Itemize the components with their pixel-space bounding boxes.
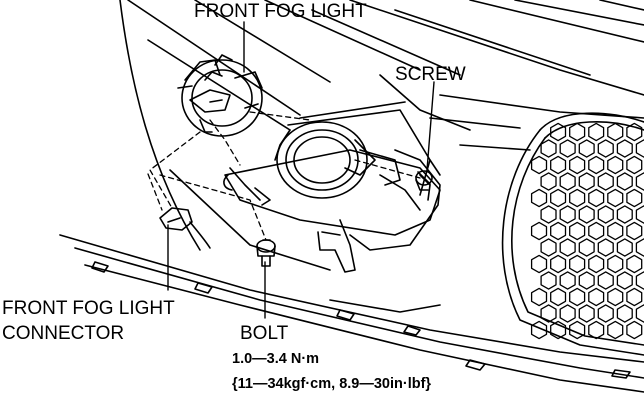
- grille-hex-cell: [597, 238, 614, 257]
- grille-hex-cell: [550, 320, 567, 340]
- grille-hex-cell: [597, 205, 614, 224]
- grille-hex-cell: [616, 238, 633, 257]
- grille-hex-cell: [578, 205, 595, 224]
- grille-hex-cell: [530, 254, 548, 274]
- lower-bumper-lines: [59, 234, 644, 393]
- grille-hex-cell: [607, 287, 624, 307]
- torque-spec-other-units: {11—34kgf·cm, 8.9—30in·lbf}: [232, 376, 432, 392]
- grille-hex-cell: [559, 271, 576, 290]
- honeycomb-grille: [501, 112, 644, 356]
- grille-hex-cell: [540, 304, 557, 323]
- grille-hex-cell: [540, 139, 557, 158]
- grille-hex-cell: [530, 287, 548, 307]
- grille-hex-cell: [588, 155, 605, 175]
- screw-part: [415, 170, 433, 191]
- grille-hex-cell: [578, 238, 595, 257]
- bolt-part: [256, 239, 276, 267]
- grille-hex-cell: [569, 188, 586, 208]
- grille-hex-cell: [569, 155, 586, 175]
- grille-hex-cell: [569, 287, 586, 307]
- grille-hex-cell: [530, 320, 548, 340]
- grille-hex-cell: [607, 221, 624, 241]
- grille-hex-cell: [616, 304, 633, 323]
- grille-hex-cell: [635, 172, 644, 191]
- grille-hex-cell: [635, 304, 644, 323]
- grille-hex-cell: [635, 205, 644, 224]
- grille-hex-cell: [607, 122, 624, 142]
- grille-hex-cell: [540, 271, 557, 290]
- torque-spec-nm: 1.0—3.4 N·m: [232, 351, 320, 367]
- grille-hex-cell: [626, 155, 643, 175]
- grille-hex-cell: [540, 172, 557, 191]
- grille-hex-cell: [550, 122, 567, 142]
- grille-hex-cell: [530, 155, 548, 175]
- grille-hex-cell: [559, 139, 576, 158]
- grille-hex-cell: [616, 205, 633, 224]
- grille-hex-cell: [635, 271, 644, 290]
- grille-hex-cell: [569, 254, 586, 274]
- assembly-dashed-lines: [147, 111, 421, 241]
- grille-hex-cell: [559, 238, 576, 257]
- grille-hex-cell: [607, 155, 624, 175]
- grille-hex-cell: [588, 287, 605, 307]
- grille-hex-cell: [530, 221, 548, 241]
- label-connector-line2: CONNECTOR: [2, 323, 125, 344]
- grille-hex-cell: [588, 122, 605, 142]
- grille-hex-cell: [588, 254, 605, 274]
- grille-hex-cell: [635, 238, 644, 257]
- fog-bulb-socket: [177, 54, 263, 137]
- grille-hex-cell: [550, 254, 567, 274]
- grille-hex-cell: [588, 320, 605, 340]
- grille-hex-cell: [597, 271, 614, 290]
- grille-hex-cell: [550, 155, 567, 175]
- grille-hex-cell: [597, 172, 614, 191]
- grille-hex-cell: [616, 139, 633, 158]
- grille-hex-cell: [607, 188, 624, 208]
- label-connector-line1: FRONT FOG LIGHT: [2, 298, 175, 319]
- grille-hex-cell: [635, 139, 644, 158]
- upper-grille-lines: [119, 0, 644, 271]
- grille-hex-cell: [578, 304, 595, 323]
- grille-hex-cell: [550, 287, 567, 307]
- grille-hex-cell: [578, 271, 595, 290]
- grille-hex-cell: [597, 139, 614, 158]
- grille-hex-cell: [607, 254, 624, 274]
- grille-hex-cell: [607, 320, 624, 340]
- grille-hex-cell: [578, 139, 595, 158]
- grille-hex-cell: [559, 205, 576, 224]
- grille-hex-cell: [626, 188, 643, 208]
- label-screw: SCREW: [395, 64, 466, 85]
- grille-hex-cell: [626, 122, 643, 142]
- fog-light-housing: [223, 121, 441, 273]
- grille-hex-cell: [559, 172, 576, 191]
- grille-hex-cell: [530, 188, 548, 208]
- grille-hex-cell: [559, 304, 576, 323]
- leader-lines: [167, 21, 435, 319]
- grille-hex-cell: [588, 221, 605, 241]
- grille-hex-cell: [626, 320, 643, 340]
- grille-hex-cell: [540, 205, 557, 224]
- grille-hex-cell: [569, 122, 586, 142]
- grille-hex-cell: [588, 188, 605, 208]
- grille-hex-cell: [578, 172, 595, 191]
- grille-hex-cell: [569, 320, 586, 340]
- grille-hex-cell: [550, 221, 567, 241]
- grille-hex-cell: [597, 304, 614, 323]
- grille-hex-cell: [626, 254, 643, 274]
- grille-hex-cell: [616, 172, 633, 191]
- grille-hex-cell: [626, 221, 643, 241]
- connector-part: [159, 207, 211, 249]
- fog-light-bracket: [287, 101, 441, 196]
- grille-hex-cell: [569, 221, 586, 241]
- grille-hex-cell: [550, 188, 567, 208]
- grille-hex-cell: [626, 287, 643, 307]
- grille-hex-cell: [540, 238, 557, 257]
- grille-hex-cell: [616, 271, 633, 290]
- label-bolt: BOLT: [240, 323, 289, 344]
- leader-screw: [426, 81, 435, 171]
- label-front-fog-light: FRONT FOG LIGHT: [194, 1, 367, 22]
